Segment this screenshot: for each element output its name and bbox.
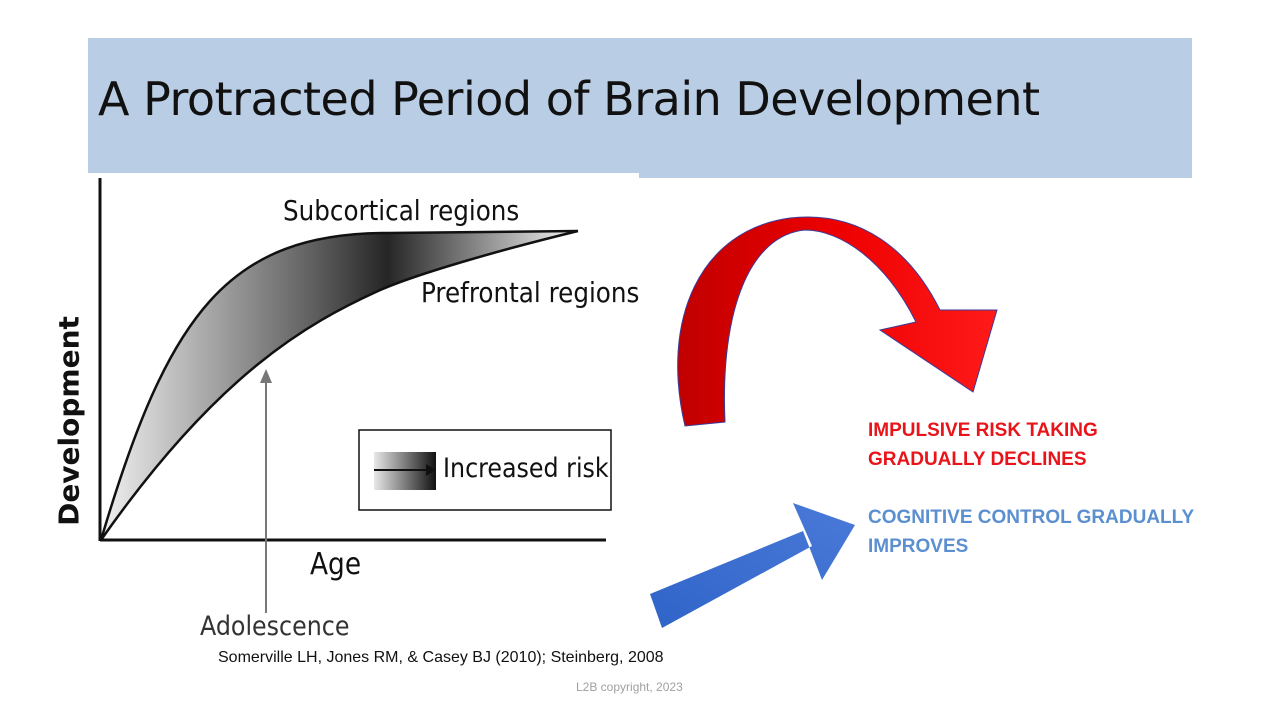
x-axis-label: Age xyxy=(310,547,362,582)
prefrontal-curve xyxy=(99,229,579,541)
risk-statement-line1: IMPULSIVE RISK TAKING xyxy=(868,420,1098,441)
adolescence-pointer-head xyxy=(260,369,272,383)
risk-statement-line2: GRADUALLY DECLINES xyxy=(868,449,1087,470)
subcortical-curve xyxy=(99,229,579,541)
control-statement-line1: COGNITIVE CONTROL GRADUALLY xyxy=(868,507,1195,528)
legend-label: Increased risk xyxy=(443,453,609,484)
control-statement: COGNITIVE CONTROL GRADUALLY IMPROVES xyxy=(868,503,1194,561)
diagonal-up-arrow-icon xyxy=(650,503,855,628)
slide-title: A Protracted Period of Brain Development xyxy=(98,72,1040,126)
risk-gap-area xyxy=(101,231,578,540)
subcortical-regions-label: Subcortical regions xyxy=(283,194,520,227)
adolescence-label: Adolescence xyxy=(200,611,350,642)
copyright-footer: L2B copyright, 2023 xyxy=(576,680,683,694)
control-statement-line2: IMPROVES xyxy=(868,536,969,557)
y-axis-label: Development xyxy=(52,316,86,526)
prefrontal-regions-label: Prefrontal regions xyxy=(421,276,640,309)
risk-statement: IMPULSIVE RISK TAKING GRADUALLY DECLINES xyxy=(868,416,1098,474)
development-figure: Subcortical regions Prefrontal regions A… xyxy=(53,173,640,653)
title-band xyxy=(88,38,1192,178)
citation: Somerville LH, Jones RM, & Casey BJ (201… xyxy=(218,649,664,666)
arrows-graphic xyxy=(650,216,998,628)
curved-down-arrow-icon xyxy=(677,216,998,427)
development-curves-graphic xyxy=(98,178,612,613)
